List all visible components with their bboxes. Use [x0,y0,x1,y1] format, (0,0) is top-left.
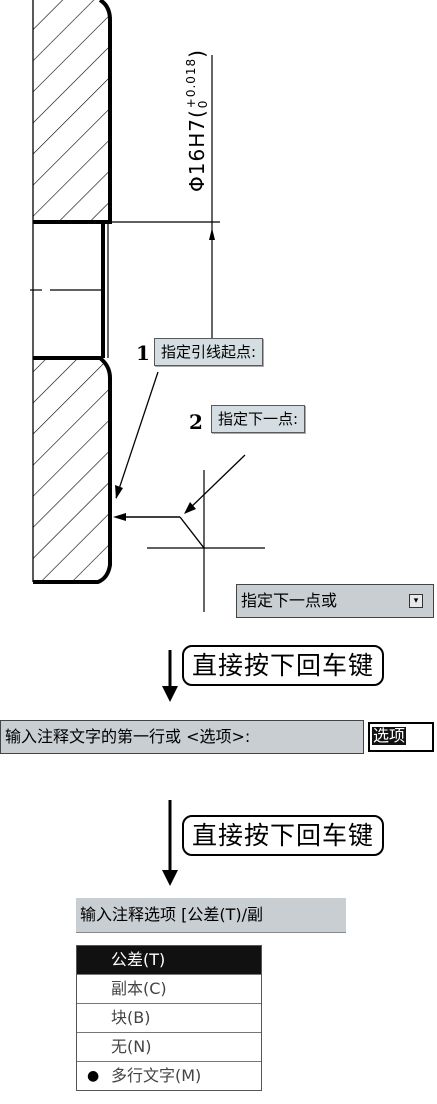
lower-section [32,356,112,584]
menu-item-label: 块(B) [111,1008,151,1027]
leader-arrows [115,371,246,514]
step1-prompt: 指定引线起点: [154,338,264,366]
text-prompt-bar: 输入注释文字的第一行或 <选项>: [0,720,364,754]
dropdown-arrow-icon[interactable]: ▾ [409,594,423,608]
dimension-label: Φ16H7( [185,109,209,192]
flow-arrow-1 [162,650,178,702]
bore [30,222,109,358]
bullet-icon: ● [87,1068,100,1084]
annotation-prompt-label: 输入注释选项 [公差(T)/副 [80,905,263,924]
step1-number: 1 [136,341,150,365]
crosshair-cursor [147,470,265,612]
step2-prompt: 指定下一点: [211,405,306,433]
menu-item-label: 公差(T) [111,950,166,969]
menu-item-label: 无(N) [111,1037,152,1056]
dimension-line [108,55,220,358]
flow-arrow-2 [162,800,178,886]
menu-item-label: 多行文字(M) [111,1066,202,1085]
menu-item-block[interactable]: 块(B) [77,1004,261,1033]
upper-section [32,0,112,224]
menu-item-copy[interactable]: 副本(C) [77,975,261,1004]
next-point-prompt: 指定下一点或 ▾ [236,584,434,618]
menu-item-tolerance[interactable]: 公差(T) [77,946,261,975]
callout-press-enter-1: 直接按下回车键 [182,645,385,686]
menu-item-mtext[interactable]: ● 多行文字(M) [77,1062,261,1090]
next-point-label: 指定下一点或 [241,591,338,610]
tolerance-lower: 0 [196,99,210,109]
annotation-prompt-bar: 输入注释选项 [公差(T)/副 [76,898,346,933]
text-prompt-label: 输入注释文字的第一行或 <选项>: [5,727,251,746]
options-input[interactable]: 选项 [368,722,434,752]
callout-press-enter-2: 直接按下回车键 [182,815,385,856]
step2-number: 2 [189,410,203,434]
annotation-options-menu: 公差(T) 副本(C) 块(B) 无(N) ● 多行文字(M) [76,945,262,1091]
menu-item-none[interactable]: 无(N) [77,1033,261,1062]
leader-line [113,513,205,549]
options-input-value: 选项 [372,726,407,745]
menu-item-label: 副本(C) [111,979,167,998]
